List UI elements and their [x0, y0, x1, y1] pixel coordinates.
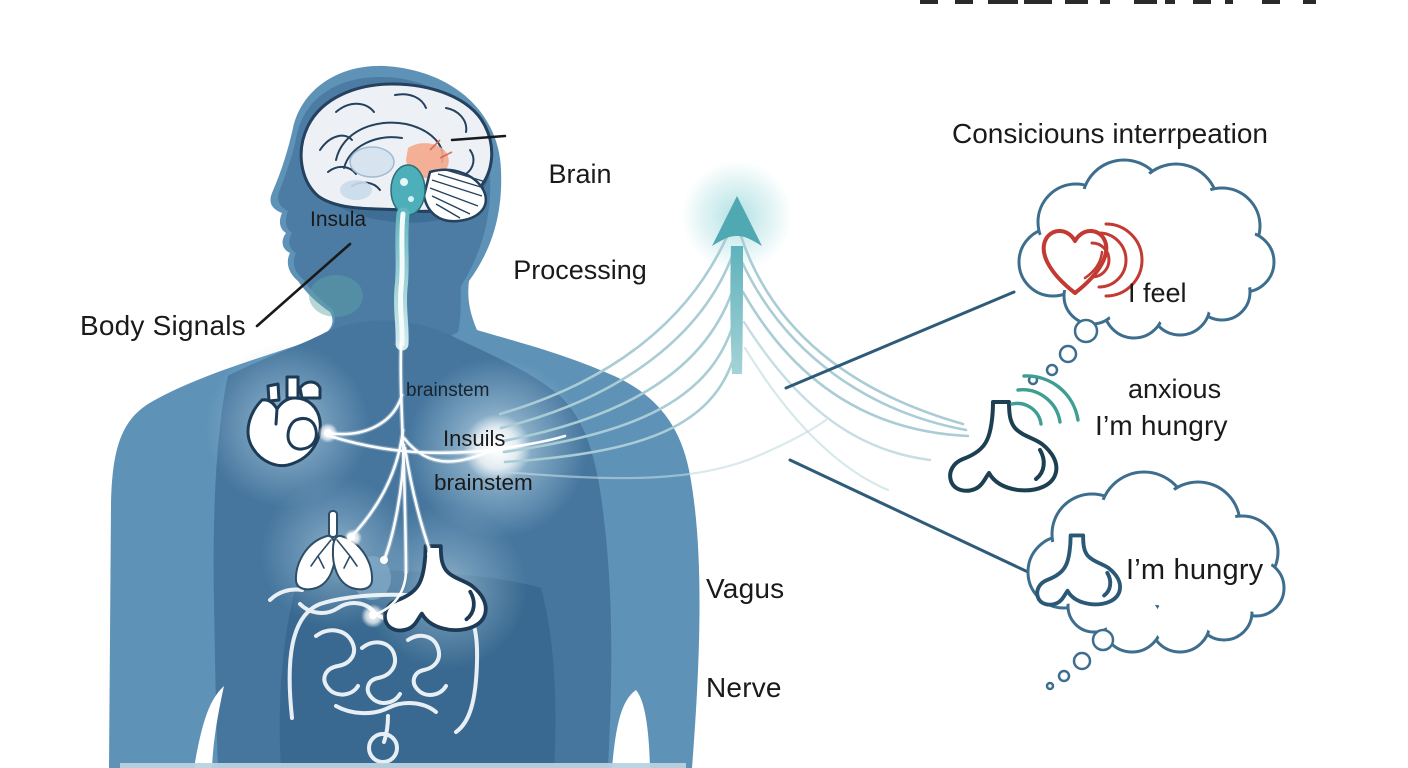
label-body-signals: Body Signals: [80, 310, 246, 341]
label-brain-processing-line2: Processing: [513, 255, 647, 285]
thought-text-hungry-bottom: I’m hungry: [1126, 554, 1264, 586]
cut-off-text-top: [920, 0, 1316, 4]
stomach-with-signal-waves-icon: [948, 374, 1080, 493]
thought-text-anxious-line2: anxious: [1128, 374, 1222, 404]
callout-line-hungry-bubble: [788, 458, 1030, 574]
callout-line-anxious-bubble: [784, 290, 1016, 390]
label-vagus-nerve: Vagus Nerve: [706, 506, 784, 737]
label-insula: Insula: [310, 208, 367, 231]
brainstem-bulb: [390, 164, 426, 216]
label-conscious-interpretation: Consiciouns interrpeation: [952, 118, 1268, 149]
thought-text-anxious: I feel anxious: [1128, 213, 1221, 437]
vagus-nerve-fan: [498, 161, 970, 492]
vagus-arrow-icon: [712, 196, 762, 374]
thought-text-hungry-mid: I’m hungry: [1095, 410, 1228, 441]
heart-with-signal-waves-icon: [1041, 222, 1144, 298]
thought-bubble-anxious: [1017, 158, 1276, 386]
label-brain-processing-line1: Brain: [548, 159, 612, 189]
label-brain-processing: Brain Processing: [500, 94, 660, 318]
thought-trail-dots: [1027, 318, 1099, 386]
label-brainstem-upper: brainstem: [406, 380, 490, 401]
label-brainstem-lower: brainstem: [434, 470, 533, 495]
thought-bubble-hungry: [1026, 470, 1286, 691]
label-vagus-line1: Vagus: [706, 573, 785, 604]
human-body-silhouette: [109, 65, 700, 768]
nerve-lines: [318, 341, 567, 628]
brainstem-cord: [393, 207, 410, 351]
brain-icon: [299, 82, 494, 223]
lungs-icon: [294, 510, 374, 591]
thought-text-anxious-line1: I feel: [1128, 278, 1187, 308]
label-vagus-line2: Nerve: [706, 672, 782, 703]
label-insuils: Insuils: [443, 426, 506, 451]
callout-line-brain-processing: [450, 134, 507, 142]
heart-organ-icon: [246, 375, 322, 468]
thought-trail-dots: [1045, 628, 1115, 691]
callout-line-body-signals: [255, 242, 352, 328]
